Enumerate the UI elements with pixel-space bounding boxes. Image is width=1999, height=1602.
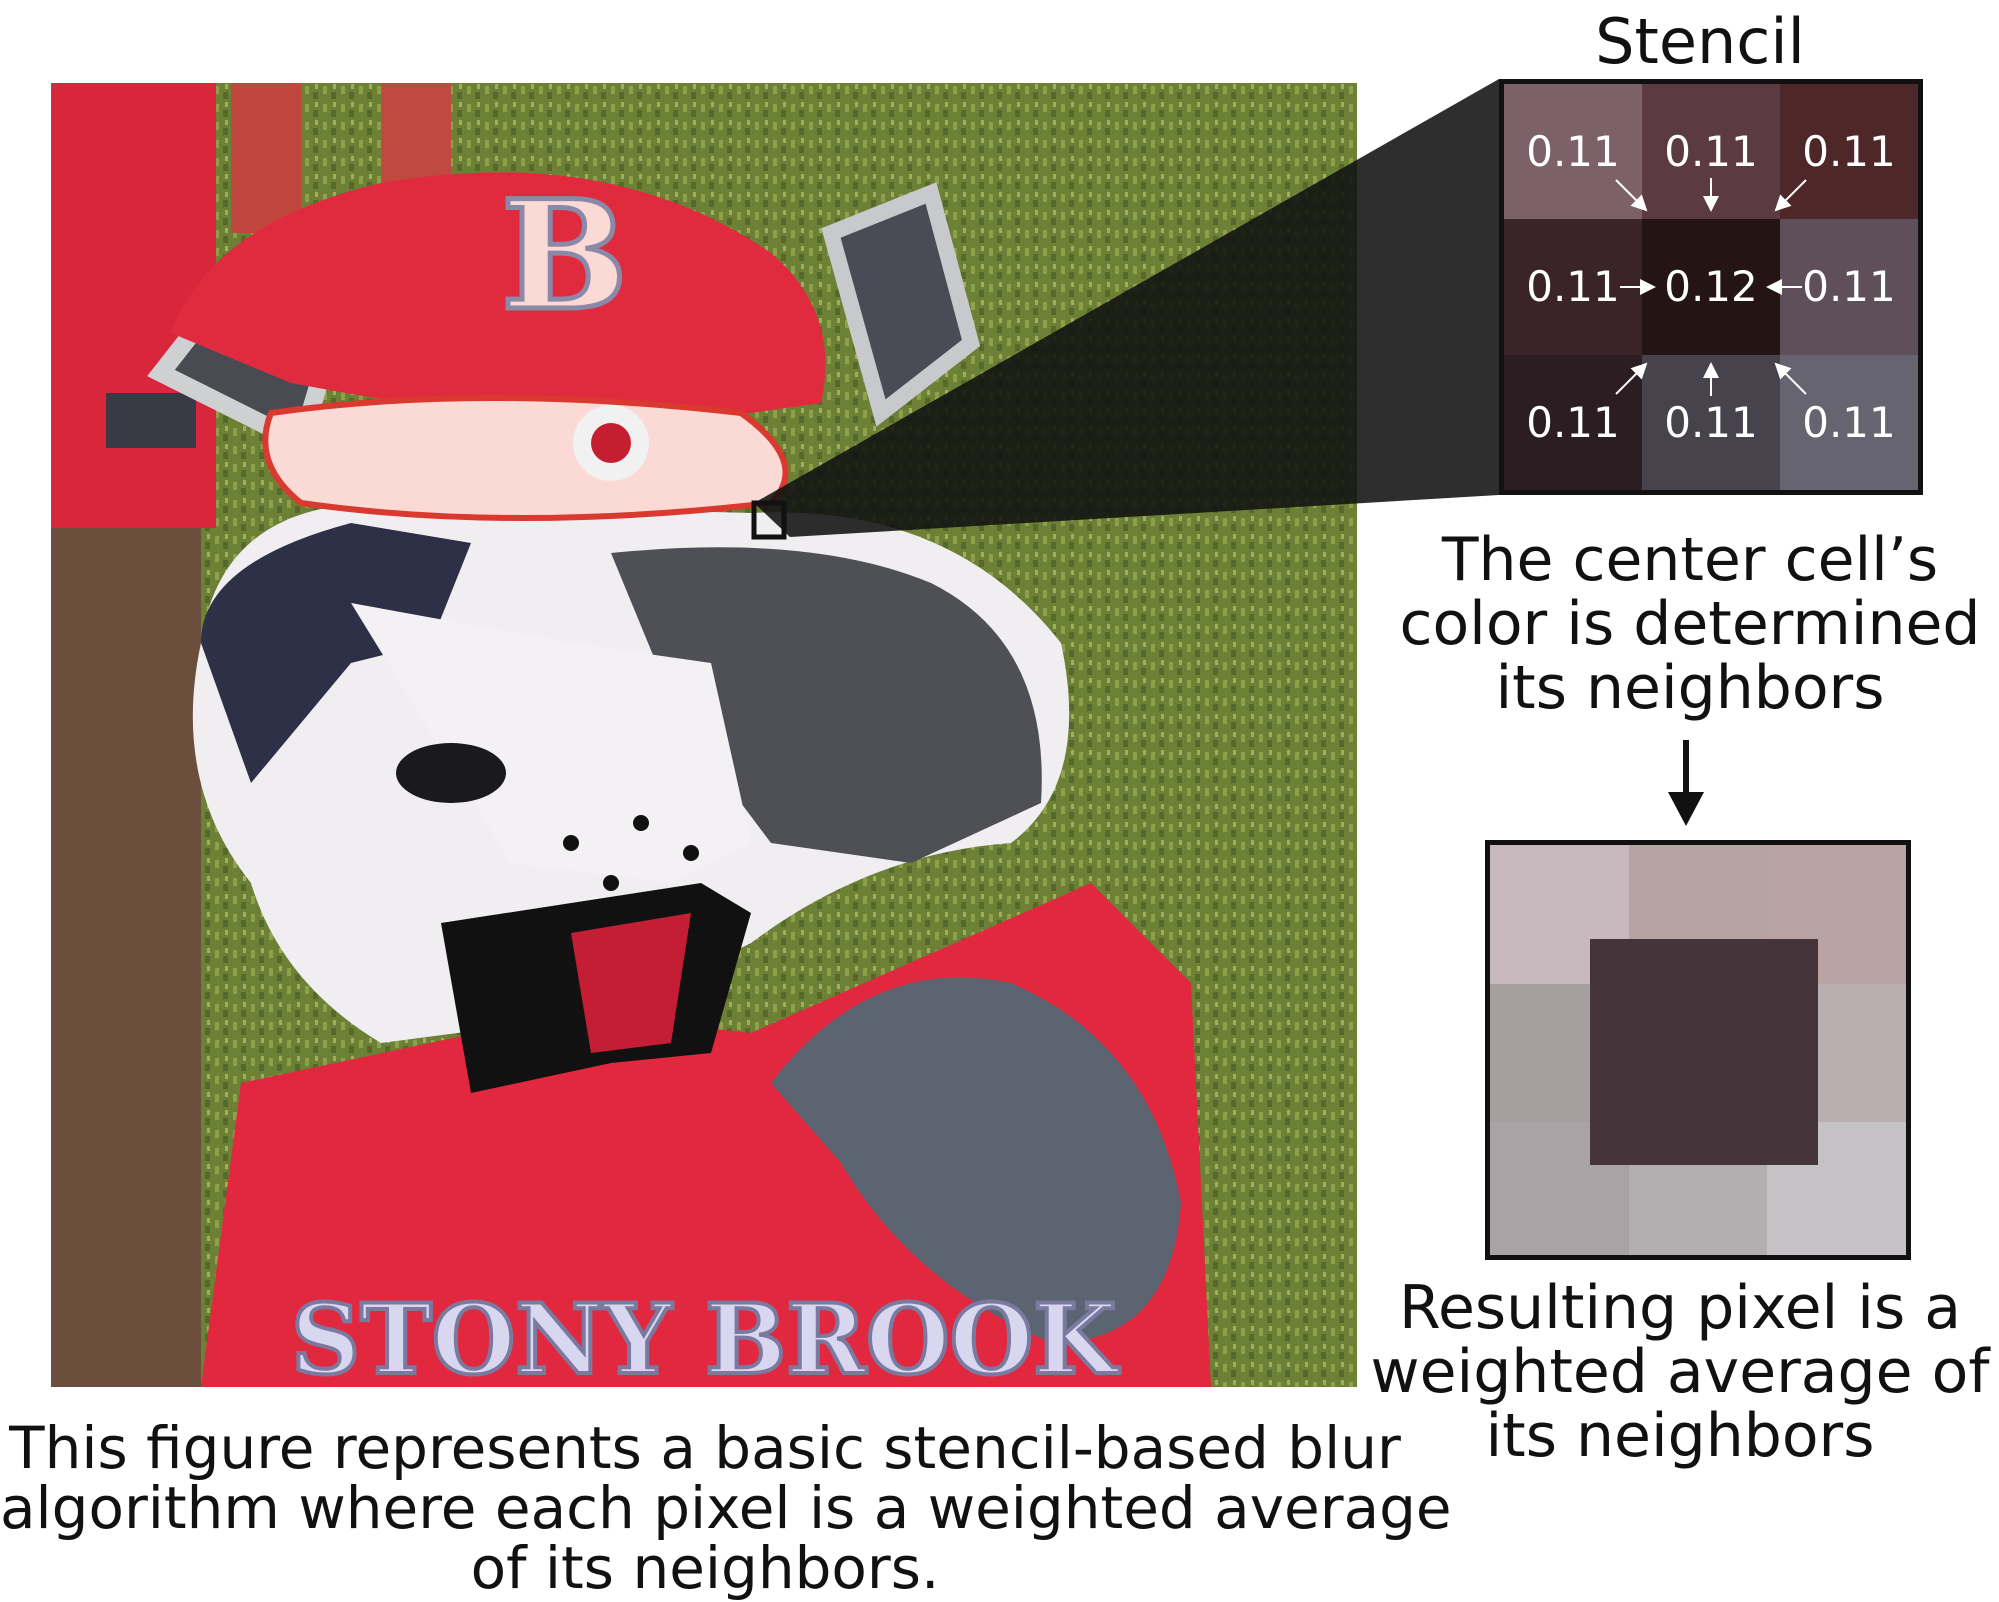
dark-fur (611, 547, 1042, 863)
caption-line: algorithm where each pixel is a weighted… (0, 1474, 1452, 1542)
stencil-cell: 0.11 (1504, 219, 1642, 355)
caption-line: weighted average of (1370, 1337, 1990, 1407)
result-caption: Resulting pixel is a weighted average of… (1370, 1276, 1990, 1468)
person-legs (51, 503, 201, 1387)
caption-line: This figure represents a basic stencil-b… (9, 1414, 1401, 1482)
mascot-illustration: B STONY BROOK (51, 83, 1357, 1387)
result-center-pixel (1590, 939, 1818, 1165)
cap-logo: B (501, 168, 628, 344)
cap-brim (262, 395, 789, 521)
caption-line: The center cell’s (1441, 525, 1939, 595)
mascot-photo: B STONY BROOK (51, 83, 1357, 1387)
stencil-cell: 0.11 (1642, 354, 1780, 490)
result-grid (1485, 840, 1911, 1260)
mascot-eye (396, 743, 506, 803)
center-cell-caption: The center cell’s color is determined it… (1390, 528, 1990, 720)
stencil-title: Stencil (1595, 5, 1805, 78)
caption-line: its neighbors (1485, 1401, 1875, 1471)
stencil-cell: 0.11 (1504, 84, 1642, 220)
mascot-cap (171, 172, 826, 433)
caption-line: its neighbors (1495, 653, 1885, 723)
stencil-cell: 0.11 (1780, 354, 1918, 490)
caption-line: color is determined (1399, 589, 1981, 659)
caption-line: Resulting pixel is a (1398, 1273, 1962, 1343)
down-arrow-icon (1668, 740, 1704, 826)
stencil-cell: 0.11 (1780, 219, 1918, 355)
stencil-grid: 0.11 0.11 0.11 0.11 0.12 0.11 0.11 0.11 … (1499, 79, 1923, 495)
stencil-cell: 0.11 (1780, 84, 1918, 220)
stencil-center-cell: 0.12 (1642, 219, 1780, 355)
caption-line: of its neighbors. (470, 1534, 940, 1602)
figure-caption: This figure represents a basic stencil-b… (0, 1414, 1452, 1602)
stencil-cell: 0.11 (1504, 354, 1642, 490)
mascot-paw (771, 977, 1181, 1343)
shirt-text: STONY BROOK (291, 1283, 1120, 1387)
stencil-cell: 0.11 (1642, 84, 1780, 220)
